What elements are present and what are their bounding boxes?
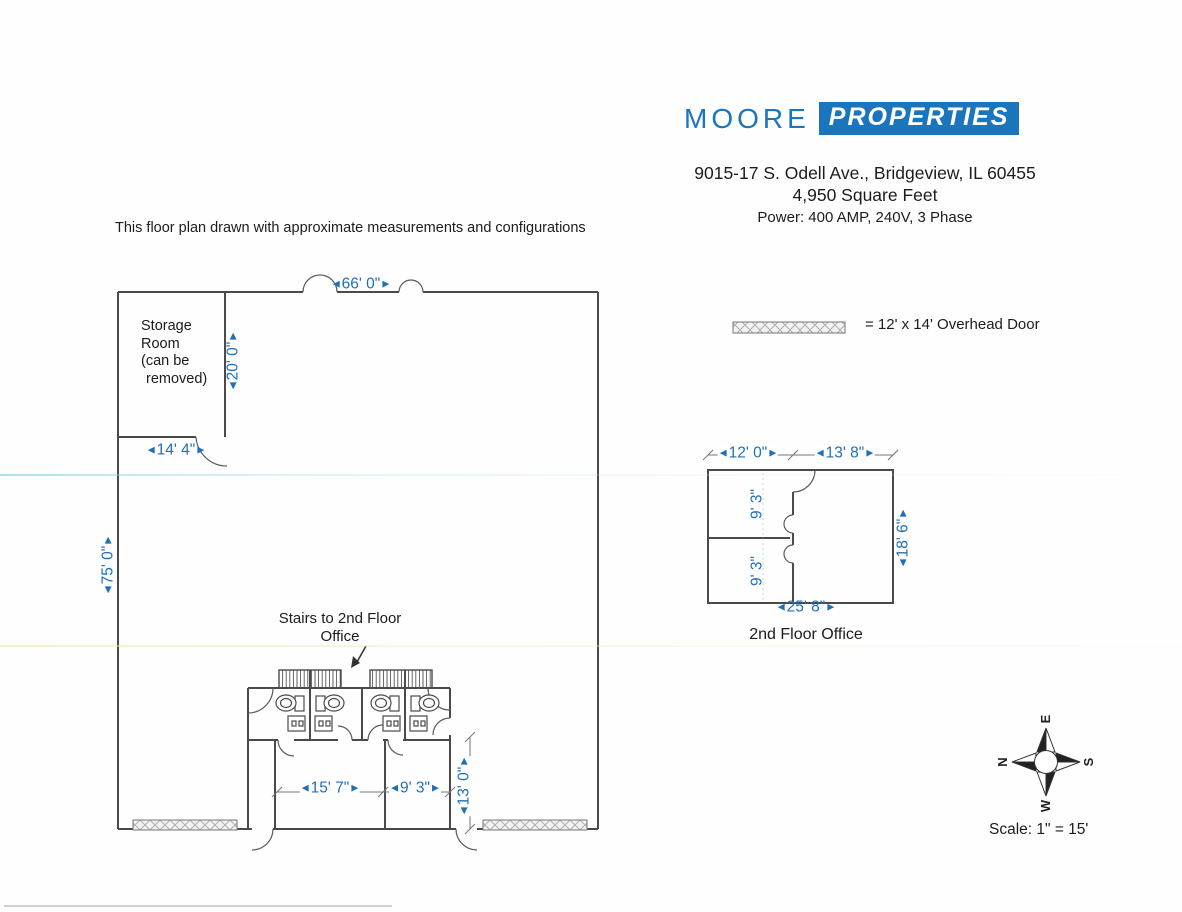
dim-main-height-left: ◀ 75' 0" ▶ xyxy=(99,536,117,594)
dim-office-depth: ◀ 13' 0" ▶ xyxy=(455,755,473,817)
compass-letter-s: S xyxy=(1081,757,1096,766)
stairs xyxy=(278,669,433,689)
compass-letter-e: E xyxy=(1038,714,1053,723)
dim-sf-top-left: ◀ 12' 0" ▶ xyxy=(717,444,779,462)
property-power: Power: 400 AMP, 240V, 3 Phase xyxy=(757,209,973,226)
scan-artifact-line xyxy=(0,645,1182,647)
brand-logo: MOORE PROPERTIES xyxy=(684,102,1020,135)
stairs-note-label: Stairs to 2nd Floor Office xyxy=(278,610,402,645)
dim-arrow-left-icon: ◀ xyxy=(816,447,824,458)
restroom-fixtures xyxy=(275,694,440,732)
dim-sf-lower-room-height: 9' 3" xyxy=(748,555,766,587)
brand-badge-properties: PROPERTIES xyxy=(818,102,1020,135)
legend-row: = 12' x 14' Overhead Door xyxy=(733,316,1040,333)
compass-letter-w: W xyxy=(1038,799,1053,812)
property-square-feet: 4,950 Square Feet xyxy=(792,185,938,205)
dim-arrow-left-icon: ◀ xyxy=(458,807,469,815)
dim-arrow-right-icon: ▶ xyxy=(458,757,469,765)
dim-arrow-left-icon: ◀ xyxy=(301,782,309,793)
dim-storage-height: ◀ 20' 0" ▶ xyxy=(224,332,242,390)
dim-arrow-right-icon: ▶ xyxy=(827,601,835,612)
dim-sf-upper-room-height: 9' 3" xyxy=(748,488,766,520)
dim-arrow-left-icon: ◀ xyxy=(897,559,908,567)
second-floor-plan-walls xyxy=(707,469,894,604)
dim-arrow-right-icon: ▶ xyxy=(897,509,908,517)
dim-arrow-right-icon: ▶ xyxy=(197,444,205,455)
dim-sf-top-right: ◀ 13' 8" ▶ xyxy=(814,444,876,462)
dim-arrow-left-icon: ◀ xyxy=(719,447,727,458)
property-address: 9015-17 S. Odell Ave., Bridgeview, IL 60… xyxy=(694,163,1036,183)
dim-arrow-left-icon: ◀ xyxy=(332,278,340,289)
legend-label: = 12' x 14' Overhead Door xyxy=(865,316,1040,333)
property-info: 9015-17 S. Odell Ave., Bridgeview, IL 60… xyxy=(655,163,1075,226)
dim-sf-bottom-width: ◀ 25' 8" ▶ xyxy=(777,598,835,616)
dim-storage-width: ◀ 14' 4" ▶ xyxy=(147,441,205,459)
scan-artifact-line xyxy=(4,905,392,907)
storage-room-label: Storage Room (can be removed) xyxy=(141,318,208,387)
compass-rose-icon: E N S W xyxy=(995,714,1096,812)
dim-arrow-right-icon: ▶ xyxy=(866,447,874,458)
dim-arrow-right-icon: ▶ xyxy=(351,782,359,793)
dim-sf-right-height: ◀ 18' 6" ▶ xyxy=(894,509,912,567)
compass-letter-n: N xyxy=(995,757,1010,766)
dim-arrow-left-icon: ◀ xyxy=(147,444,155,455)
dim-arrow-right-icon: ▶ xyxy=(432,782,439,793)
second-floor-door-arcs xyxy=(762,469,816,600)
dim-arrow-right-icon: ▶ xyxy=(769,447,777,458)
dim-main-width-top: ◀ 66' 0" ▶ xyxy=(332,275,390,293)
overhead-doors xyxy=(132,819,588,831)
dim-arrow-left-icon: ◀ xyxy=(227,382,238,390)
second-floor-title: 2nd Floor Office xyxy=(749,626,863,643)
scale-label: Scale: 1" = 15' xyxy=(989,821,1089,838)
dim-arrow-right-icon: ▶ xyxy=(102,536,113,544)
dim-arrow-left-icon: ◀ xyxy=(102,586,113,594)
stairs-note-arrow-icon xyxy=(351,645,367,668)
disclaimer-note: This floor plan drawn with approximate m… xyxy=(115,220,586,236)
dim-arrow-left-icon: ◀ xyxy=(777,601,785,612)
dim-office-left-width: ◀ 15' 7" ▶ xyxy=(299,779,361,797)
dim-arrow-left-icon: ◀ xyxy=(391,782,398,793)
scan-artifact-line xyxy=(0,474,1182,476)
dim-office-right-width: ◀ 9' 3" ▶ xyxy=(389,779,441,797)
dim-arrow-right-icon: ▶ xyxy=(227,332,238,340)
brand-word-moore: MOORE xyxy=(684,102,810,134)
dim-arrow-right-icon: ▶ xyxy=(382,278,390,289)
